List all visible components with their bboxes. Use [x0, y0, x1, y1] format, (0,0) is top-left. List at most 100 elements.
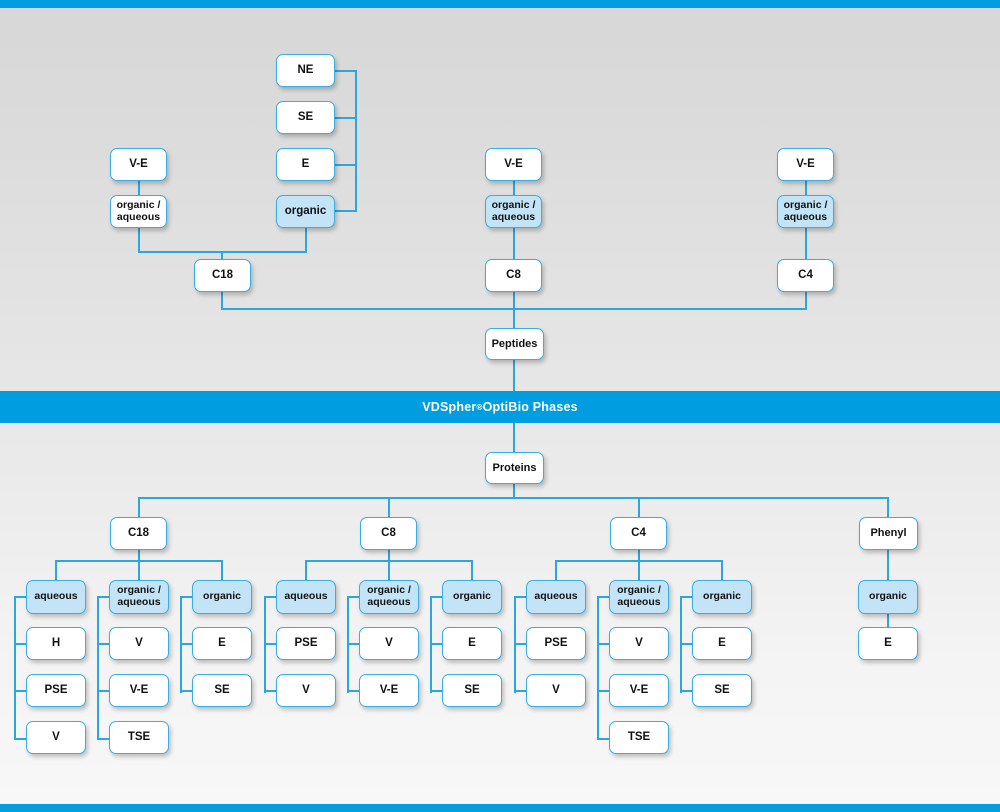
node-ve-c18[interactable]: V-E	[110, 148, 167, 181]
connector	[430, 596, 444, 598]
node-c8-peptides[interactable]: C8	[485, 259, 542, 292]
node-organic-aqueous-c4[interactable]: organic / aqueous	[777, 195, 834, 228]
node-label-line2: aqueous	[117, 596, 161, 608]
connector	[887, 550, 889, 580]
connector	[335, 70, 357, 72]
node-c18-aqueous-h[interactable]: H	[26, 627, 86, 660]
node-organic-aqueous-c8[interactable]: organic / aqueous	[485, 195, 542, 228]
node-label: V-E	[796, 158, 815, 171]
node-c4-organic-e[interactable]: E	[692, 627, 752, 660]
node-c8-organic-e[interactable]: E	[442, 627, 502, 660]
node-label: V	[302, 684, 310, 697]
node-label: V	[52, 731, 60, 744]
node-label-line1: organic /	[116, 198, 161, 211]
node-c8-oa-ve[interactable]: V-E	[359, 674, 419, 707]
node-c18-oa-v[interactable]: V	[109, 627, 169, 660]
node-label: V-E	[629, 684, 649, 697]
node-c18-oa-ve[interactable]: V-E	[109, 674, 169, 707]
node-peptides[interactable]: Peptides	[485, 328, 544, 360]
node-organic-c18-proteins[interactable]: organic	[192, 580, 252, 614]
node-organic-phenyl[interactable]: organic	[858, 580, 918, 614]
node-c4-oa-tse[interactable]: TSE	[609, 721, 669, 754]
connector	[138, 550, 140, 561]
node-label-line1: organic /	[117, 584, 161, 597]
node-e[interactable]: E	[276, 148, 335, 181]
node-ne[interactable]: NE	[276, 54, 335, 87]
connector	[471, 560, 473, 581]
node-label: V	[385, 637, 393, 650]
connector	[887, 497, 889, 518]
connector	[514, 690, 528, 692]
node-label-line2: aqueous	[367, 596, 411, 608]
node-label: SE	[714, 684, 730, 697]
connector	[97, 596, 111, 598]
node-organic-aqueous-c18[interactable]: organic / aqueous	[110, 195, 167, 228]
node-proteins[interactable]: Proteins	[485, 452, 544, 484]
connector	[138, 228, 140, 251]
node-ve-c4[interactable]: V-E	[777, 148, 834, 181]
node-c4-oa-v[interactable]: V	[609, 627, 669, 660]
node-aqueous-c18[interactable]: aqueous	[26, 580, 86, 614]
node-se[interactable]: SE	[276, 101, 335, 134]
node-organic-peptides-c18[interactable]: organic	[276, 195, 335, 228]
node-organic-c8-proteins[interactable]: organic	[442, 580, 502, 614]
node-label: organic	[869, 590, 907, 603]
node-organic-aqueous-c8-proteins[interactable]: organic / aqueous	[359, 580, 419, 614]
connector	[180, 596, 194, 598]
connector	[180, 643, 194, 645]
node-aqueous-c4[interactable]: aqueous	[526, 580, 586, 614]
node-c4-proteins[interactable]: C4	[610, 517, 667, 550]
connector	[638, 560, 640, 581]
connector	[335, 117, 357, 119]
connector	[138, 497, 889, 499]
node-c4-oa-ve[interactable]: V-E	[609, 674, 669, 707]
node-phenyl-organic-e[interactable]: E	[858, 627, 918, 660]
connector	[14, 596, 28, 598]
node-c8-oa-v[interactable]: V	[359, 627, 419, 660]
connector	[14, 738, 28, 740]
connector	[597, 596, 611, 598]
connector	[305, 560, 307, 581]
node-c18-proteins[interactable]: C18	[110, 517, 167, 550]
node-aqueous-c8[interactable]: aqueous	[276, 580, 336, 614]
node-label: C18	[127, 527, 150, 540]
node-label: PSE	[294, 637, 318, 650]
node-c18-aqueous-v[interactable]: V	[26, 721, 86, 754]
connector	[597, 690, 611, 692]
node-c18-aqueous-pse[interactable]: PSE	[26, 674, 86, 707]
node-c4-peptides[interactable]: C4	[777, 259, 834, 292]
node-label-line1: organic /	[367, 584, 411, 597]
node-c4-organic-se[interactable]: SE	[692, 674, 752, 707]
node-c18-organic-se[interactable]: SE	[192, 674, 252, 707]
node-organic-c4-proteins[interactable]: organic	[692, 580, 752, 614]
connector	[14, 596, 16, 740]
node-c8-proteins[interactable]: C8	[360, 517, 417, 550]
connector	[514, 643, 528, 645]
connector	[513, 180, 515, 196]
node-c4-aqueous-pse[interactable]: PSE	[526, 627, 586, 660]
node-label: V	[135, 637, 143, 650]
connector	[221, 289, 223, 309]
node-label: V-E	[379, 684, 399, 697]
connector	[305, 228, 307, 251]
connector	[388, 497, 390, 518]
node-phenyl-proteins[interactable]: Phenyl	[859, 517, 918, 550]
node-c18-organic-e[interactable]: E	[192, 627, 252, 660]
node-organic-aqueous-c18-proteins[interactable]: organic / aqueous	[109, 580, 169, 614]
node-c8-aqueous-pse[interactable]: PSE	[276, 627, 336, 660]
node-c4-aqueous-v[interactable]: V	[526, 674, 586, 707]
node-ve-c8[interactable]: V-E	[485, 148, 542, 181]
node-c18-peptides[interactable]: C18	[194, 259, 251, 292]
node-c8-aqueous-v[interactable]: V	[276, 674, 336, 707]
connector	[555, 560, 557, 581]
node-c8-organic-se[interactable]: SE	[442, 674, 502, 707]
connector	[55, 560, 57, 581]
node-label: V	[552, 684, 560, 697]
connector	[638, 550, 640, 561]
node-organic-aqueous-c4-proteins[interactable]: organic / aqueous	[609, 580, 669, 614]
connector	[221, 560, 223, 581]
node-c18-oa-tse[interactable]: TSE	[109, 721, 169, 754]
node-label: Proteins	[492, 461, 537, 474]
connector	[97, 738, 111, 740]
